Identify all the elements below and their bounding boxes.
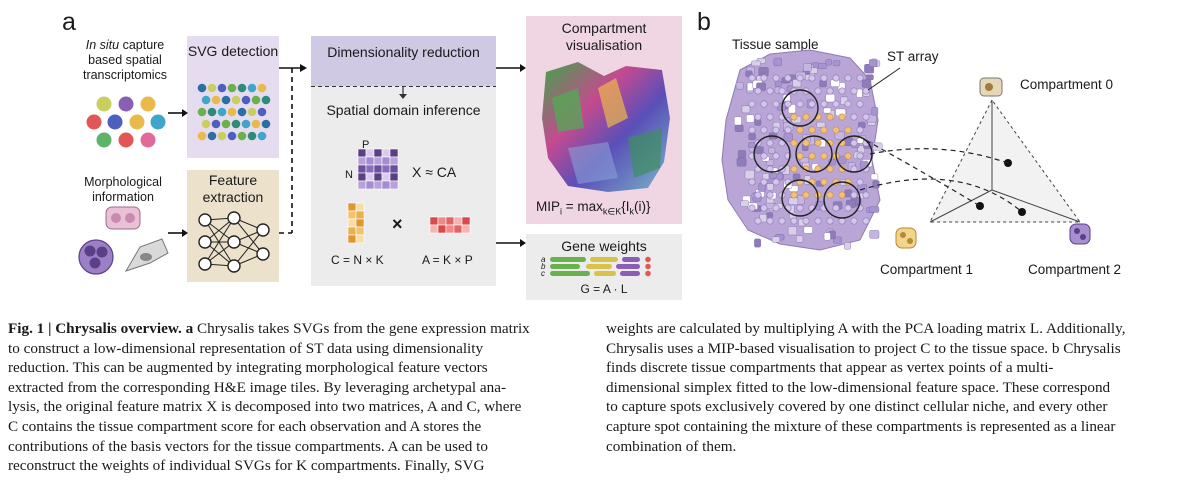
mip-tissue-image [542,62,670,192]
st-array-label: ST array [887,49,939,64]
gene-bars-icon [550,256,651,277]
gene-letter-c: c [541,269,545,278]
equation-x-ca: X ≈ CA [412,164,457,180]
caption-title: Fig. 1 | Chrysalis overview. [8,320,182,337]
caption-line: C contains the tissue compartment score … [8,417,482,435]
input-st-label: In situ capture based spatial transcript… [70,38,180,83]
caption-line: dimensional simplex fitted to the low-di… [606,378,1111,396]
dim-reduction-header [311,36,496,86]
gene-weights-label: Gene weights [561,238,647,254]
matrix-p-label: P [362,139,370,151]
compartment-1-label: Compartment 1 [880,262,974,277]
matrix-diagram [311,86,496,244]
tissue-simplex-diagram [721,49,1091,251]
st-spots-icon [86,96,166,148]
compartment-2-label: Compartment 2 [1028,262,1122,277]
dim-reduction-body [311,86,496,286]
caption-line: combination of them. [606,437,737,455]
gene-letters: a b c [541,255,546,278]
gene-letter-b: b [541,262,546,271]
svg-detection-label: SVG detection [187,43,279,59]
caption-line-1: Fig. 1 | Chrysalis overview. a Chrysalis… [8,320,530,337]
feature-extraction-label: Feature extraction [202,172,264,205]
caption-line: Chrysalis uses a MIP-based visualisation… [606,339,1121,357]
cells-icon [78,206,169,275]
input-st-rest: capture based spatial transcriptomics [82,38,168,82]
caption-column-2: weights are calculated by multiplying A … [606,319,1196,456]
panel-a-arrows [168,64,526,247]
caption-column-1: Fig. 1 | Chrysalis overview. a Chrysalis… [8,319,578,476]
input-st-italic: In situ [85,38,120,52]
mip-formula: MIPi = maxk∈K{Ik(i)} [536,199,651,217]
compartment-0-label: Compartment 0 [1020,77,1114,92]
caption-line: lysis, the original feature matrix X is … [8,398,522,416]
caption-line: reduction. This can be augmented by inte… [8,359,488,377]
panel-a-letter: a [62,8,76,36]
caption-line: to capture spots exclusively covered by … [606,398,1108,416]
caption-line: capture spot containing the mixture of t… [606,417,1116,435]
caption-text: Chrysalis takes SVGs from the gene expre… [196,320,530,337]
times-symbol: × [392,214,403,234]
equation-a: A = K × P [422,253,473,267]
input-morph-label: Morphological information [84,175,162,204]
spatial-domain-label: Spatial domain inference [326,102,481,118]
panel-b-letter: b [697,8,711,36]
svg-spots-icon [197,83,271,141]
dim-reduction-label: Dimensionality reduction [327,44,480,60]
gene-letter-a: a [541,255,546,264]
equation-g: G = A · L [580,282,628,296]
caption-line: weights are calculated by multiplying A … [606,320,1126,337]
neural-network-icon [198,211,270,273]
caption-line: contributions of the basis vectors for t… [8,437,488,455]
caption-line: to construct a low-dimensional represent… [8,339,484,357]
matrix-n-label: N [345,169,353,181]
caption-line: extracted from the corresponding H&E ima… [8,378,507,396]
caption-line: reconstruct the weights of individual SV… [8,457,485,475]
tissue-sample-label: Tissue sample [732,37,819,52]
caption-line: finds discrete tissue compartments that … [606,359,1054,377]
compartment-vis-label: Compartment visualisation [561,20,647,53]
equation-c: C = N × K [331,253,384,267]
